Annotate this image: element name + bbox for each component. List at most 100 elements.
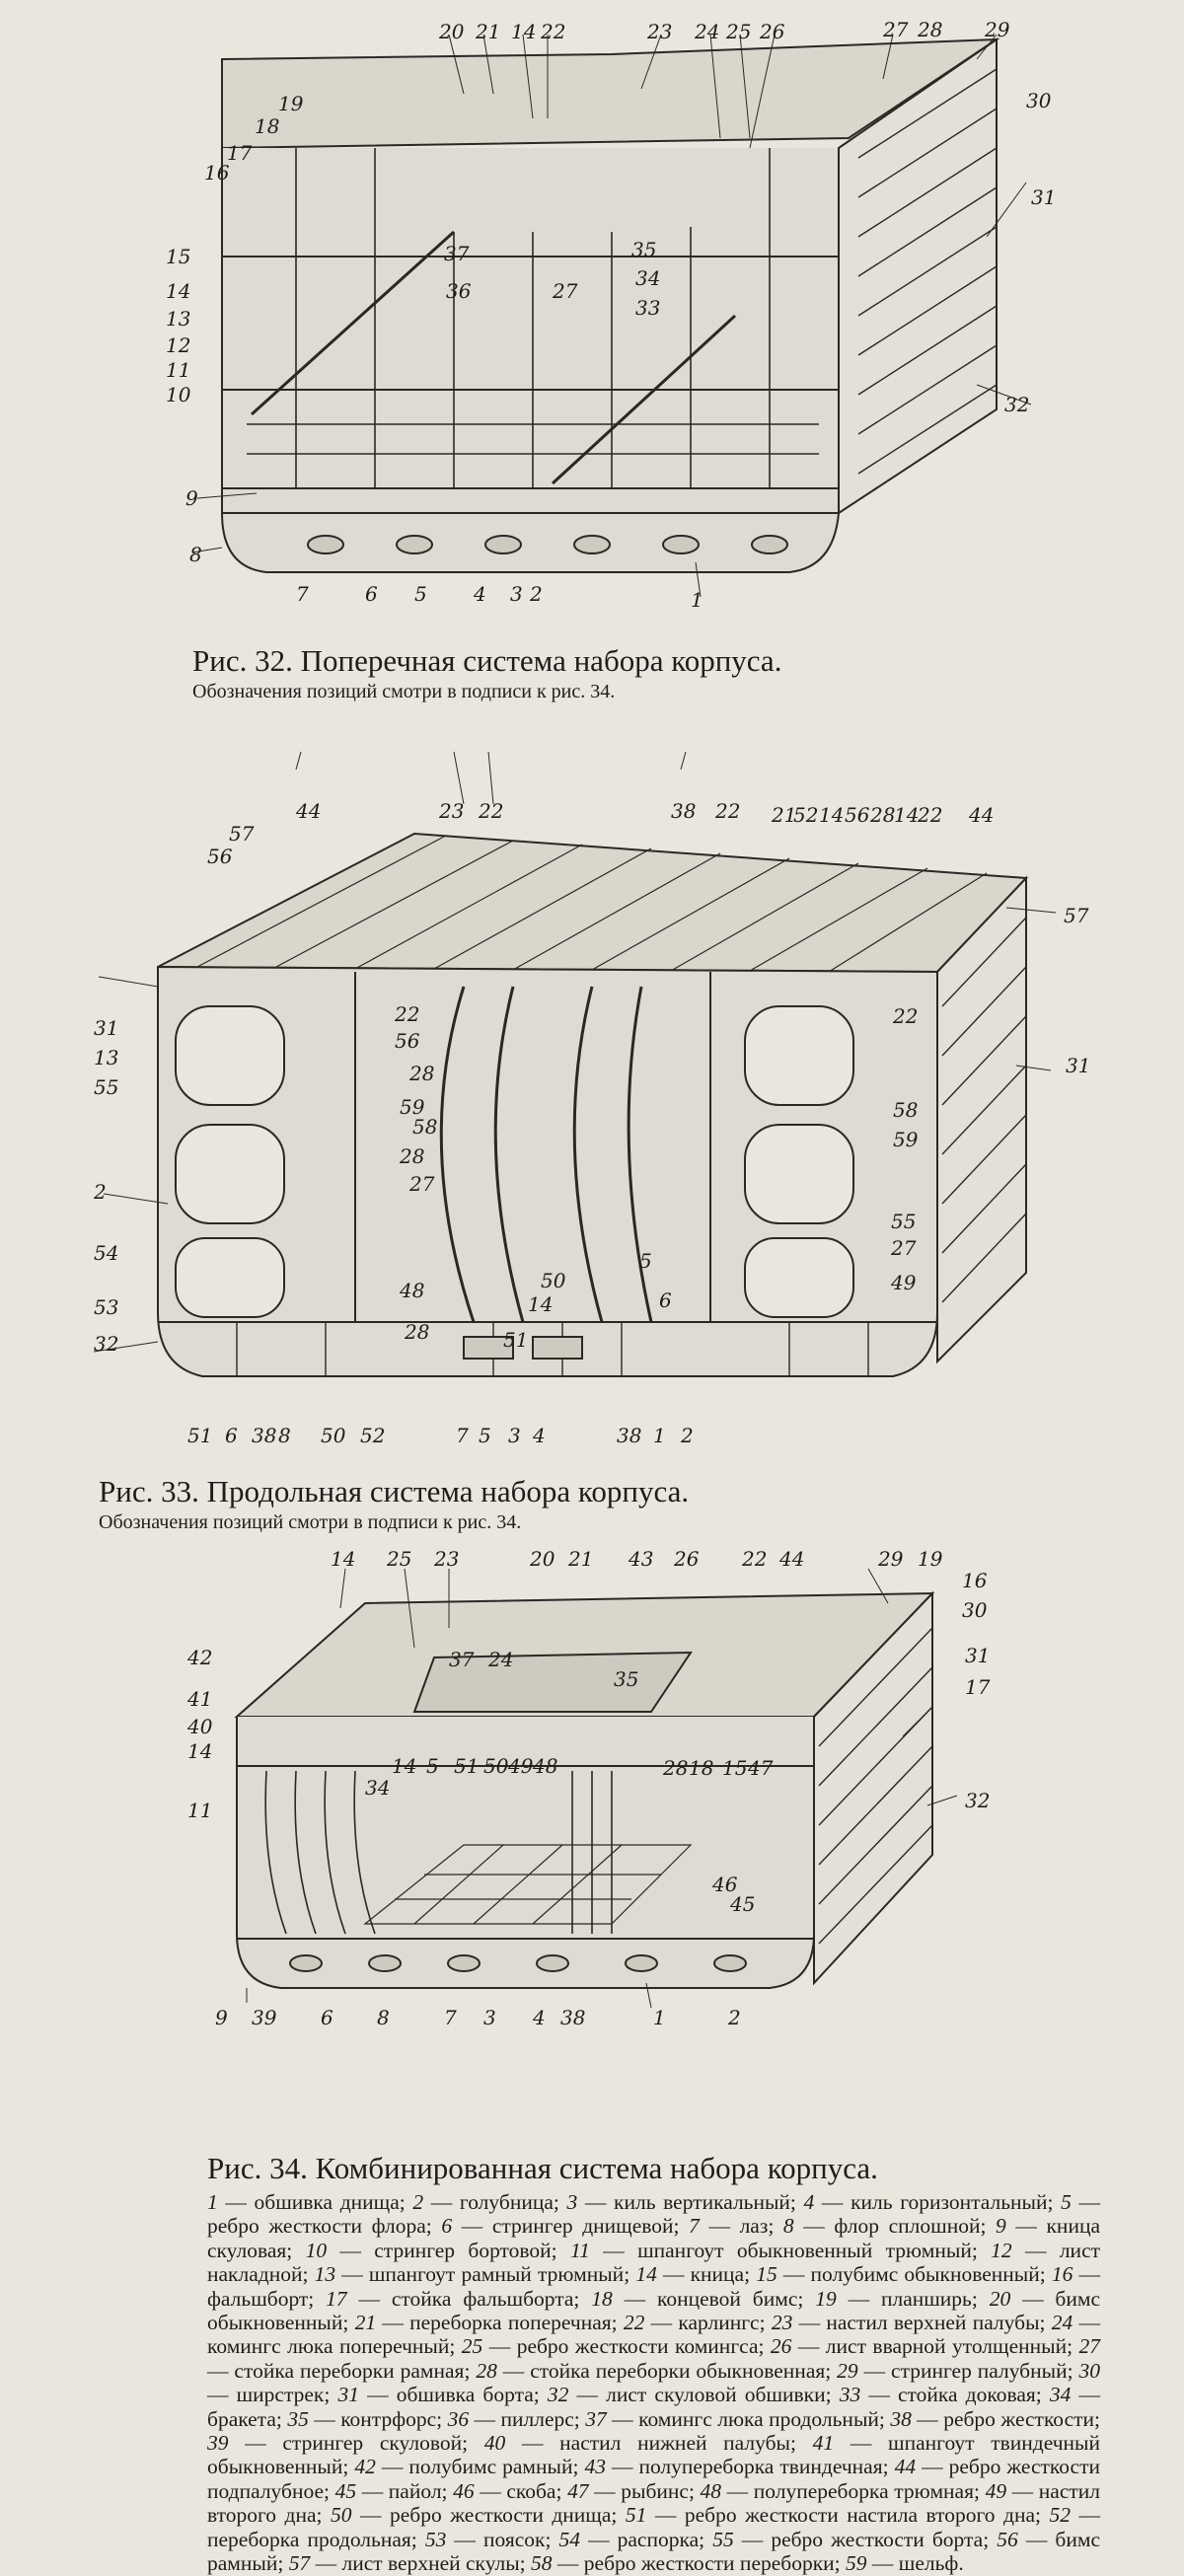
legend-text: — стойка фальшборта; bbox=[346, 2286, 592, 2311]
legend-entry-6: 6 — стрингер днищевой; bbox=[441, 2214, 689, 2238]
legend-entry-28: 28 — стойка переборки обыкновенная; bbox=[476, 2359, 837, 2383]
legend-entry-43: 43 — полупереборка твиндечная; bbox=[584, 2455, 894, 2478]
legend-entry-47: 47 — рыбинс; bbox=[567, 2479, 700, 2503]
legend-number: 40 bbox=[483, 2431, 506, 2456]
figure-32: 20 21 14 22 23 24 25 26 27 28 29 30 19 1… bbox=[0, 0, 1184, 730]
legend-number: 2 bbox=[412, 2190, 424, 2214]
legend-text: — шпангоут обыкновенный трюмный; bbox=[589, 2238, 992, 2262]
callout-22c: 22 bbox=[918, 803, 943, 827]
callout-15: 15 bbox=[166, 245, 191, 268]
legend-text: — ребро жесткости днища; bbox=[351, 2503, 626, 2528]
legend-entry-20: 20 — бимс обыкновенный; bbox=[207, 2287, 1100, 2334]
legend-number: 15 bbox=[756, 2262, 777, 2287]
callout-28: 28 bbox=[870, 803, 896, 827]
legend-text: — стойка переборки обыкновенная; bbox=[496, 2358, 838, 2383]
legend-number: 49 bbox=[985, 2478, 1007, 2503]
legend-entry-35: 35 — контрфорс; bbox=[287, 2407, 447, 2431]
legend-number: 47 bbox=[567, 2478, 589, 2503]
callout-29: 29 bbox=[878, 1547, 904, 1571]
callout-4: 4 bbox=[533, 2006, 546, 2029]
legend-entry-45: 45 — пайол; bbox=[335, 2479, 454, 2503]
legend-text: — карлингс; bbox=[644, 2311, 772, 2335]
callout-30: 30 bbox=[1026, 89, 1052, 112]
legend-entry-7: 7 — лаз; bbox=[689, 2214, 783, 2238]
callout-27b: 27 bbox=[553, 279, 578, 303]
callout-27: 27 bbox=[883, 18, 909, 41]
figure-32-subcaption: Обозначения позиций смотри в подписи к р… bbox=[192, 681, 616, 702]
legend-entry-39: 39 — стрингер скуловой; bbox=[207, 2431, 484, 2455]
callout-1: 1 bbox=[653, 2006, 666, 2029]
legend-number: 8 bbox=[782, 2214, 794, 2239]
legend-number: 23 bbox=[771, 2311, 793, 2335]
legend-text: — обшивка борта; bbox=[358, 2383, 548, 2407]
callout-58: 58 bbox=[412, 1115, 438, 1139]
callout-13: 13 bbox=[94, 1046, 119, 1069]
callout-37: 37 bbox=[444, 242, 470, 265]
legend-text: — переборка продольная; bbox=[207, 2503, 1100, 2551]
legend-text: — ребро жесткости комингса; bbox=[482, 2334, 771, 2359]
legend-entry-34: 34 — бракета; bbox=[207, 2383, 1100, 2430]
legend-text: — полубимс рамный; bbox=[375, 2455, 585, 2479]
legend-entry-49: 49 — настил второго дна; bbox=[207, 2479, 1100, 2527]
callout-45: 45 bbox=[730, 1892, 756, 1916]
callout-35: 35 bbox=[631, 238, 657, 261]
legend-number: 50 bbox=[330, 2503, 352, 2528]
legend-entry-2: 2 — голубница; bbox=[412, 2190, 566, 2214]
callout-28d: 28 bbox=[405, 1320, 430, 1344]
legend-entry-42: 42 — полубимс рамный; bbox=[354, 2455, 584, 2478]
callout-17: 17 bbox=[227, 141, 253, 165]
legend-text: — ребро жесткости; bbox=[911, 2406, 1101, 2431]
callout-19: 19 bbox=[918, 1547, 943, 1571]
legend-entry-4: 4 — киль горизонтальный; bbox=[804, 2190, 1062, 2214]
callout-28: 28 bbox=[918, 18, 943, 41]
callout-16: 16 bbox=[962, 1569, 988, 1592]
callout-34: 34 bbox=[635, 266, 661, 290]
callout-55: 55 bbox=[94, 1075, 119, 1099]
legend-entry-54: 54 — распорка; bbox=[559, 2528, 713, 2551]
callout-22: 22 bbox=[742, 1547, 768, 1571]
legend-number: 28 bbox=[476, 2358, 497, 2383]
callout-6b: 6 bbox=[225, 1424, 238, 1447]
legend-number: 45 bbox=[334, 2478, 357, 2503]
legend-number: 19 bbox=[815, 2286, 837, 2311]
legend-number: 55 bbox=[712, 2527, 734, 2551]
legend-entry-41: 41 — шпангоут твиндечный обыкновенный; bbox=[207, 2431, 1100, 2478]
legend-text: — концевой бимс; bbox=[612, 2286, 816, 2311]
legend-text: — стрингер бортовой; bbox=[327, 2238, 570, 2262]
callout-3: 3 bbox=[508, 1424, 521, 1447]
callout-18: 18 bbox=[255, 114, 280, 138]
callout-32: 32 bbox=[1004, 393, 1030, 416]
callout-14: 14 bbox=[331, 1547, 356, 1571]
callout-27b: 27 bbox=[891, 1236, 917, 1260]
callout-17: 17 bbox=[965, 1675, 991, 1699]
legend-entry-21: 21 — переборка поперечная; bbox=[355, 2311, 624, 2334]
callout-36: 36 bbox=[446, 279, 472, 303]
legend-text: — стрингер скуловой; bbox=[228, 2431, 484, 2456]
legend-number: 24 bbox=[1051, 2311, 1073, 2335]
callout-38b: 38 bbox=[252, 1424, 277, 1447]
callout-25: 25 bbox=[726, 20, 752, 43]
callout-14b: 14 bbox=[894, 803, 920, 827]
legend-entry-19: 19 — планширь; bbox=[815, 2287, 989, 2311]
legend-text: — скоба; bbox=[474, 2478, 568, 2503]
callout-11: 11 bbox=[166, 358, 191, 382]
legend-entry-59: 59 — шельф. bbox=[846, 2551, 964, 2575]
callout-33: 33 bbox=[635, 296, 661, 320]
callout-25: 25 bbox=[387, 1547, 412, 1571]
legend-number: 22 bbox=[623, 2311, 645, 2335]
legend-number: 41 bbox=[812, 2431, 835, 2456]
legend-text: — лист верхней скулы; bbox=[310, 2551, 532, 2576]
callout-3: 3 bbox=[510, 582, 523, 606]
callout-21: 21 bbox=[772, 803, 797, 827]
legend-number: 42 bbox=[354, 2455, 376, 2479]
legend-entry-18: 18 — концевой бимс; bbox=[591, 2287, 815, 2311]
legend-number: 30 bbox=[1078, 2358, 1101, 2383]
callout-13: 13 bbox=[166, 307, 191, 331]
callout-44: 44 bbox=[296, 799, 322, 823]
legend-number: 27 bbox=[1078, 2334, 1101, 2359]
callout-14c: 14 bbox=[528, 1292, 554, 1316]
legend-text: — стрингер палубный; bbox=[857, 2358, 1079, 2383]
legend-text: — шельф. bbox=[866, 2551, 964, 2576]
callout-8: 8 bbox=[189, 543, 202, 566]
legend-number: 57 bbox=[288, 2551, 311, 2576]
